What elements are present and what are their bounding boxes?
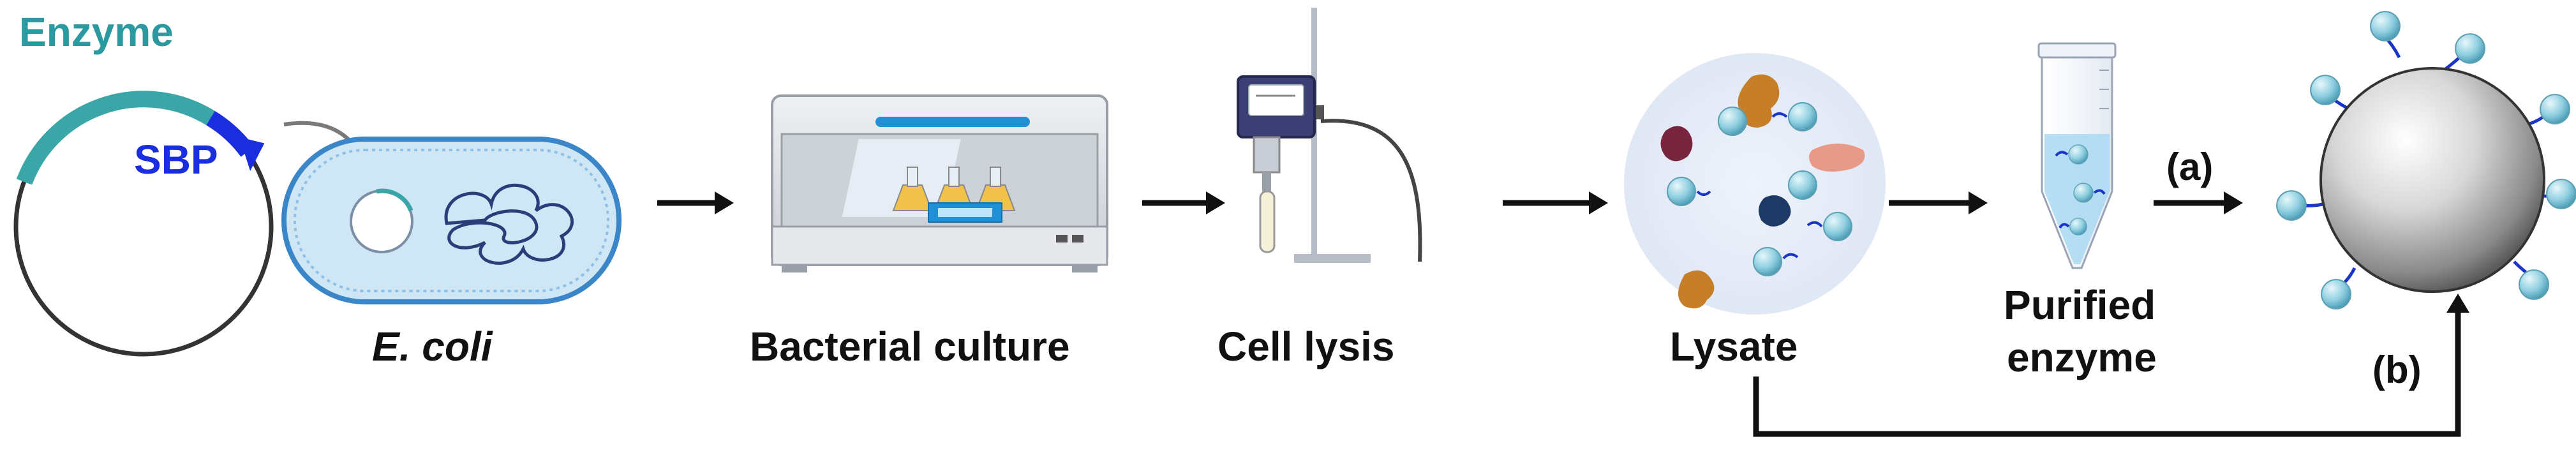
sonicator-icon	[1237, 8, 1422, 263]
carrier-bead-icon	[2276, 11, 2576, 310]
route-b-label: (b)	[2372, 348, 2422, 391]
enzyme-gene-label: Enzyme	[19, 9, 174, 55]
route-a-arrow	[2154, 191, 2243, 214]
ecoli-label: E. coli	[372, 324, 493, 369]
lysate-icon	[1624, 53, 1886, 315]
plasmid-icon	[13, 91, 274, 357]
ecoli-cell-icon	[281, 137, 622, 304]
sbp-gene-label: SBP	[134, 137, 218, 183]
step-arrow-2	[1142, 191, 1225, 214]
culture-label: Bacterial culture	[750, 324, 1070, 369]
step-arrow-3	[1503, 191, 1608, 214]
step-arrow-1	[657, 191, 734, 214]
step-arrow-4	[1889, 191, 1988, 214]
incubator-icon	[771, 94, 1108, 272]
route-a-label: (a)	[2166, 145, 2213, 188]
lysis-label: Cell lysis	[1217, 324, 1395, 369]
lysate-label: Lysate	[1670, 324, 1798, 369]
purified-label-line1: Purified	[2004, 282, 2155, 328]
purified-label-line2: enzyme	[2007, 334, 2157, 380]
route-b-arrow	[1753, 294, 2469, 437]
tube-icon	[2037, 42, 2117, 269]
